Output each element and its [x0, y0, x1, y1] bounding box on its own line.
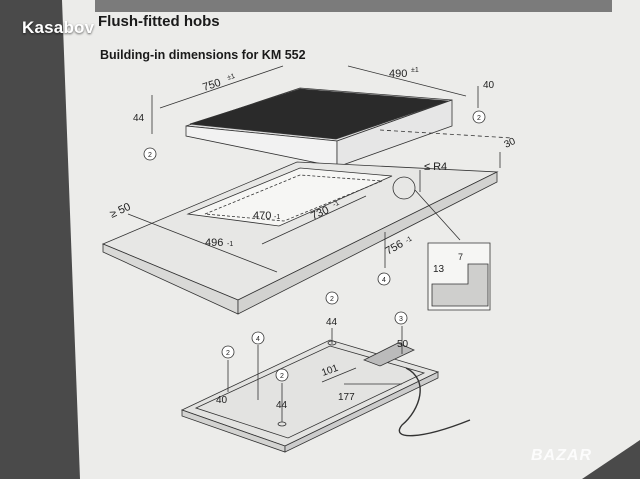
page-heading: Flush-fitted hobs [98, 13, 220, 30]
dim-corner-radius: ≤ R4 [424, 161, 447, 173]
dim-rebate-width: 13 [433, 264, 445, 275]
dim-hob-depth: 490 [389, 68, 407, 80]
dim-bottom-height-c: 40 [216, 395, 228, 406]
dim-cut-inner-depth-tol: -1 [274, 214, 280, 221]
dim-cut-width-tol: -1 [332, 200, 341, 209]
callout-labels: 2 2 4 2 3 2 4 2 [148, 115, 481, 380]
dim-bottom-height-d: 44 [276, 400, 288, 411]
dim-hob-height-left: 44 [133, 113, 145, 124]
dim-worktop-gap: 30 [503, 136, 518, 151]
seller-watermark: Kasabov [22, 18, 95, 37]
callout-label: 4 [382, 277, 386, 284]
header-bar [95, 0, 612, 12]
dim-cut-outer-width-tol: -1 [405, 236, 414, 245]
callout-label: 2 [477, 115, 481, 122]
callout-label: 2 [330, 296, 334, 303]
dim-cut-depth-tol: -1 [227, 241, 233, 248]
callout-label: 4 [256, 336, 260, 343]
hob-drawing [151, 65, 479, 168]
callouts [143, 110, 486, 382]
hob-glass [189, 88, 449, 140]
site-watermark: BAZAR [531, 447, 592, 464]
dim-cut-inner-depth: 470 [253, 210, 271, 222]
dim-hob-depth-tol: ±1 [411, 67, 419, 74]
dim-hob-width: 750 [201, 77, 222, 94]
callout-label: 2 [280, 373, 284, 380]
callout-label: 3 [399, 316, 403, 323]
worktop-drawing [101, 129, 513, 315]
page-subheading: Building-in dimensions for KM 552 [100, 48, 306, 62]
callout-label: 2 [226, 350, 230, 357]
dim-cut-depth: 496 [205, 237, 223, 249]
underside-drawing [180, 326, 471, 453]
callout-label: 2 [148, 152, 152, 159]
dim-rebate-depth: 7 [458, 252, 463, 262]
dim-hob-width-tol: ±1 [226, 73, 236, 82]
dim-bottom-height-a: 44 [326, 317, 338, 328]
dim-connection-width: 177 [338, 392, 355, 403]
dim-bottom-height-b: 50 [397, 339, 409, 350]
dim-hob-height-right: 40 [483, 80, 495, 91]
